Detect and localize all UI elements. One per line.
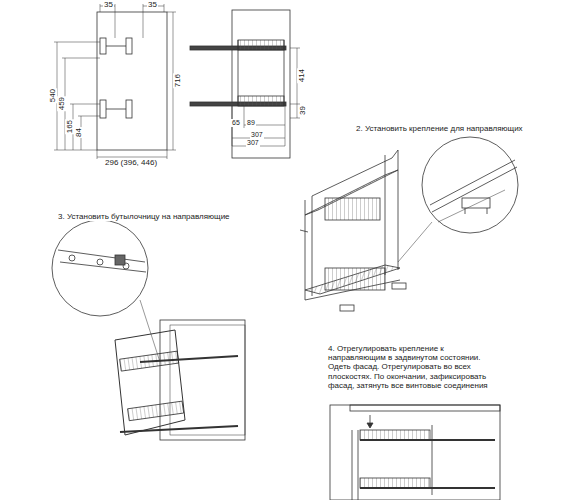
drawing-stroke bbox=[244, 106, 245, 128]
front-view bbox=[54, 4, 176, 159]
dimension-label: 307 bbox=[246, 139, 260, 147]
drawing-stroke bbox=[422, 137, 518, 233]
drawing-stroke bbox=[126, 100, 132, 118]
drawing-stroke bbox=[54, 150, 97, 151]
dimension-label: 414 bbox=[297, 68, 306, 83]
drawing-stroke bbox=[160, 320, 245, 440]
drawing-stroke bbox=[106, 46, 126, 47]
drawing-stroke bbox=[432, 167, 517, 212]
drawing-stroke bbox=[398, 150, 399, 270]
drawing-stroke bbox=[438, 190, 505, 222]
drawing-stroke bbox=[360, 487, 495, 489]
drawing-stroke bbox=[164, 4, 165, 12]
drawing-stroke bbox=[106, 109, 126, 110]
drawing-stroke bbox=[170, 325, 245, 435]
drawing-stroke bbox=[432, 425, 433, 495]
drawing-stroke bbox=[100, 4, 101, 12]
install-view bbox=[52, 220, 245, 440]
drawing-stroke bbox=[238, 96, 284, 106]
dimension-label: 65 bbox=[231, 119, 241, 127]
facade-view bbox=[330, 405, 500, 500]
dimension-label: 89 bbox=[246, 119, 256, 127]
drawing-stroke bbox=[52, 220, 148, 316]
drawing-stroke bbox=[115, 330, 185, 435]
drawing-stroke bbox=[167, 150, 176, 151]
dimension-label: 296 (396, 446) bbox=[104, 158, 158, 167]
drawing-stroke bbox=[290, 48, 300, 49]
drawing-stroke bbox=[115, 255, 125, 265]
drawing-stroke bbox=[69, 255, 75, 261]
drawing-stroke bbox=[465, 208, 466, 214]
drawing-stroke bbox=[232, 10, 290, 158]
dimension-label: 84 bbox=[73, 128, 82, 139]
drawing-stroke bbox=[238, 40, 284, 50]
drawing-stroke bbox=[360, 430, 430, 440]
dimension-label: 35 bbox=[147, 0, 158, 9]
drawing-stroke bbox=[305, 280, 400, 300]
drawing-stroke bbox=[360, 439, 495, 441]
drawing-stroke bbox=[385, 155, 386, 275]
drawing-stroke bbox=[358, 430, 359, 500]
drawing-stroke bbox=[128, 401, 184, 421]
drawing-stroke bbox=[97, 259, 103, 265]
drawing-stroke bbox=[330, 405, 500, 500]
dimension-label: 35 bbox=[103, 0, 114, 9]
drawing-stroke bbox=[238, 40, 239, 106]
drawing-stroke bbox=[300, 230, 308, 232]
basket-view bbox=[300, 137, 518, 311]
drawing-stroke bbox=[487, 208, 488, 214]
side-view bbox=[190, 10, 300, 158]
drawing-stroke bbox=[115, 4, 116, 38]
drawing-stroke bbox=[284, 40, 285, 106]
drawing-stroke bbox=[167, 12, 176, 13]
drawing-stroke bbox=[97, 12, 167, 150]
drawing-stroke bbox=[120, 426, 238, 432]
drawing-stroke bbox=[285, 106, 286, 146]
drawing-stroke bbox=[70, 104, 100, 105]
drawing-stroke bbox=[290, 118, 300, 119]
drawing-stroke bbox=[143, 4, 144, 38]
drawing-stroke bbox=[312, 150, 398, 196]
drawing-stroke bbox=[58, 250, 145, 262]
drawing-stroke bbox=[392, 283, 406, 289]
drawing-stroke bbox=[140, 300, 160, 362]
dimension-label: 716 bbox=[173, 73, 182, 88]
step-note: 4. Отрегулировать крепление к направляющ… bbox=[327, 344, 494, 390]
drawing-stroke bbox=[54, 42, 100, 43]
drawing-stroke bbox=[398, 222, 432, 262]
drawing-stroke bbox=[62, 58, 100, 59]
drawing-stroke bbox=[462, 198, 490, 208]
drawing-stroke bbox=[78, 116, 100, 117]
dimension-label: 307 bbox=[250, 131, 264, 139]
step-note: 2. Установить крепление для направляющих bbox=[355, 124, 524, 133]
drawing-stroke bbox=[367, 423, 373, 428]
drawing-stroke bbox=[167, 150, 168, 159]
drawing-stroke bbox=[340, 305, 354, 311]
drawing-stroke bbox=[100, 100, 106, 118]
drawing-stroke bbox=[352, 430, 353, 500]
drawing-stroke bbox=[325, 268, 385, 290]
drawing-stroke bbox=[97, 150, 98, 159]
drawing-stroke bbox=[140, 356, 238, 362]
dimension-label: 459 bbox=[57, 96, 66, 111]
drawing-stroke bbox=[350, 405, 500, 411]
drawing-stroke bbox=[100, 38, 106, 54]
drawing-stroke bbox=[325, 198, 380, 220]
step-note: 3. Установить бутылочницу на направляющи… bbox=[57, 212, 231, 221]
drawing-stroke bbox=[360, 478, 430, 488]
drawing-stroke bbox=[126, 38, 132, 54]
dimension-label: 39 bbox=[297, 106, 306, 117]
